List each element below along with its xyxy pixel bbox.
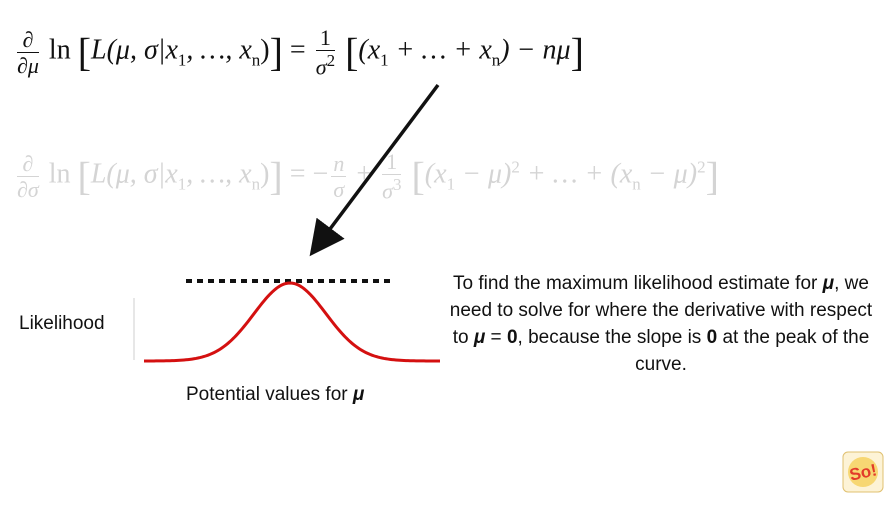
explanation-text: To find the maximum likelihood estimate …	[449, 273, 873, 375]
x-axis-label: Potential values for μ	[186, 384, 365, 405]
arrow-shaft	[309, 83, 440, 257]
y-axis-label: Likelihood	[19, 313, 105, 334]
likelihood-curve	[143, 281, 441, 363]
partial-operator: ∂∂μ	[17, 26, 39, 78]
ln-operator: ln	[48, 158, 71, 190]
ln-operator: ln	[48, 34, 71, 66]
statquest-logo: So!	[842, 451, 884, 493]
partial-operator: ∂∂σ	[17, 150, 39, 202]
